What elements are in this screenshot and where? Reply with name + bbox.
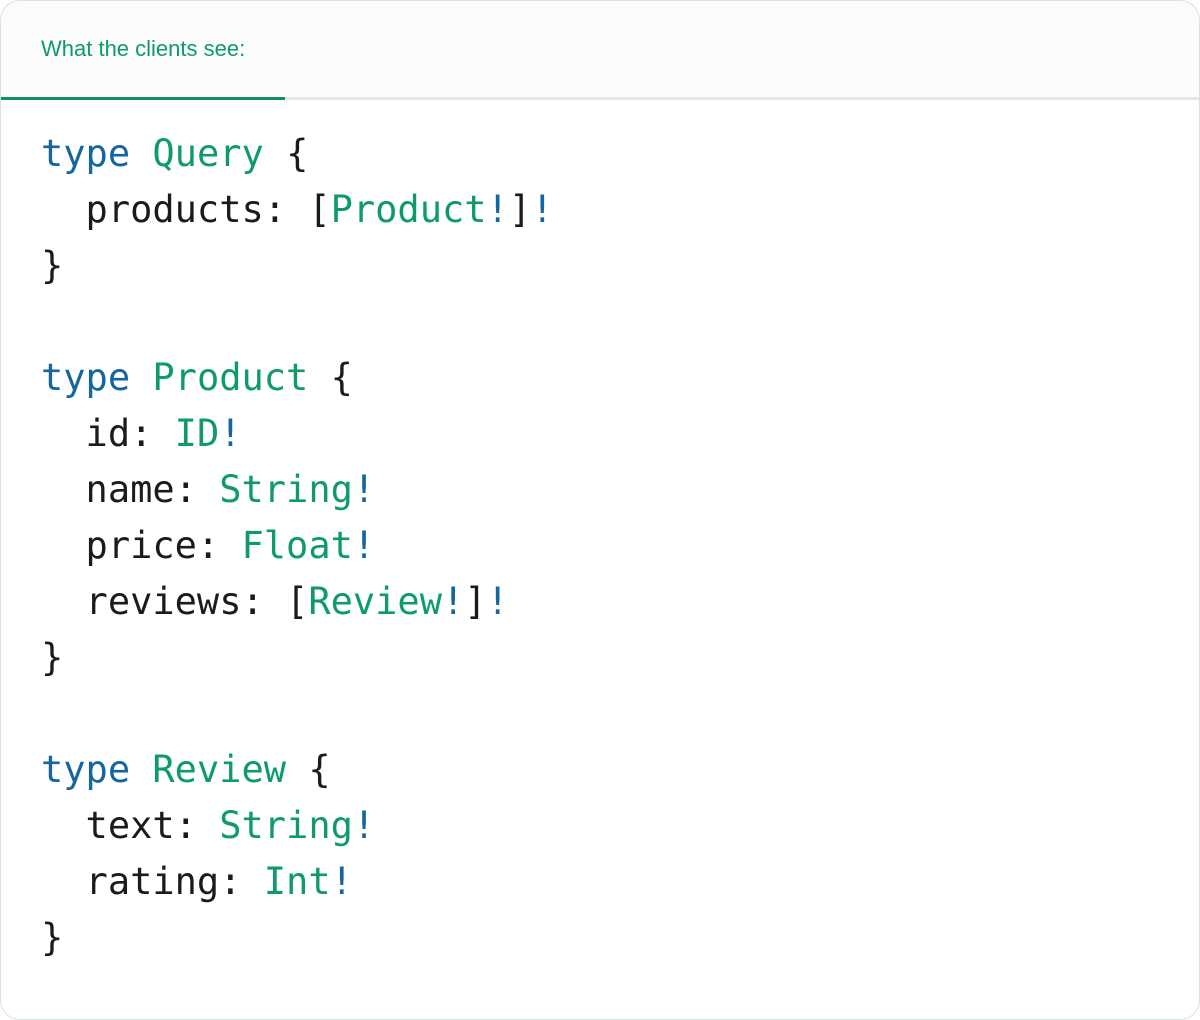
code-token-type: ID xyxy=(174,412,220,455)
code-line: text: String! xyxy=(41,798,1199,854)
code-token-punct: : xyxy=(174,804,220,847)
code-token-kw: type xyxy=(41,132,131,175)
code-line: reviews: [Review!]! xyxy=(41,574,1199,630)
code-token-punct: : xyxy=(130,412,175,455)
code-token-bang: ! xyxy=(531,188,554,231)
tab-what-the-clients-see[interactable]: What the clients see: xyxy=(1,1,286,100)
code-line: } xyxy=(41,238,1199,294)
code-token-plain xyxy=(286,748,308,791)
code-token-field: name xyxy=(41,468,175,511)
code-token-bang: ! xyxy=(486,580,509,623)
code-token-type: Query xyxy=(152,132,264,175)
code-token-bracket: ] xyxy=(508,188,532,231)
code-line: name: String! xyxy=(41,462,1199,518)
code-token-field: id xyxy=(41,412,131,455)
code-token-punct: : xyxy=(241,580,287,623)
code-token-type: Product xyxy=(330,188,487,231)
code-token-bang: ! xyxy=(352,468,376,511)
code-token-punct: : xyxy=(263,188,309,231)
code-token-type: String xyxy=(219,468,353,511)
code-area: type Query { products: [Product!]!} type… xyxy=(1,100,1199,1019)
code-token-bang: ! xyxy=(219,412,242,455)
code-line: type Query { xyxy=(41,126,1199,182)
code-token-kw: type xyxy=(41,748,131,791)
tab-bar: What the clients see: xyxy=(1,1,1199,100)
code-token-type: String xyxy=(219,804,353,847)
code-token-brace: { xyxy=(330,356,353,399)
code-token-brace: } xyxy=(41,636,64,679)
code-token-plain xyxy=(130,356,152,399)
code-token-brace: { xyxy=(286,132,309,175)
code-token-field: price xyxy=(41,524,197,567)
code-token-type: Review xyxy=(152,748,287,791)
code-token-bang: ! xyxy=(330,860,353,903)
code-token-bracket: [ xyxy=(286,580,309,623)
code-token-bang: ! xyxy=(352,804,376,847)
code-token-punct: : xyxy=(196,524,242,567)
code-token-type: Product xyxy=(152,356,309,399)
code-token-bang: ! xyxy=(441,580,465,623)
code-token-plain xyxy=(308,356,330,399)
code-line: } xyxy=(41,630,1199,686)
code-line: type Product { xyxy=(41,350,1199,406)
code-token-field: rating xyxy=(41,860,220,903)
tab-label: What the clients see: xyxy=(41,36,246,61)
code-token-type: Int xyxy=(263,860,331,903)
code-token-bracket: [ xyxy=(308,188,331,231)
code-token-bang: ! xyxy=(486,188,509,231)
code-token-punct: : xyxy=(219,860,264,903)
graphql-schema-code: type Query { products: [Product!]!} type… xyxy=(41,126,1199,966)
code-token-field: text xyxy=(41,804,175,847)
code-token-punct: : xyxy=(174,468,220,511)
code-token-type: Review xyxy=(308,580,442,623)
code-line: id: ID! xyxy=(41,406,1199,462)
code-line: products: [Product!]! xyxy=(41,182,1199,238)
code-token-brace: } xyxy=(41,916,64,959)
code-line: price: Float! xyxy=(41,518,1199,574)
code-line xyxy=(41,294,1199,350)
code-token-brace: { xyxy=(308,748,331,791)
code-line: rating: Int! xyxy=(41,854,1199,910)
code-line: type Review { xyxy=(41,742,1199,798)
code-token-bracket: ] xyxy=(464,580,487,623)
code-line: } xyxy=(41,910,1199,966)
code-token-kw: type xyxy=(41,356,131,399)
code-token-type: Float xyxy=(241,524,353,567)
code-token-plain xyxy=(130,132,152,175)
code-token-plain xyxy=(130,748,152,791)
code-token-plain xyxy=(264,132,286,175)
code-token-field: products xyxy=(41,188,264,231)
code-token-field: reviews xyxy=(41,580,242,623)
code-token-bang: ! xyxy=(352,524,376,567)
code-line xyxy=(41,686,1199,742)
code-token-brace: } xyxy=(41,244,64,287)
